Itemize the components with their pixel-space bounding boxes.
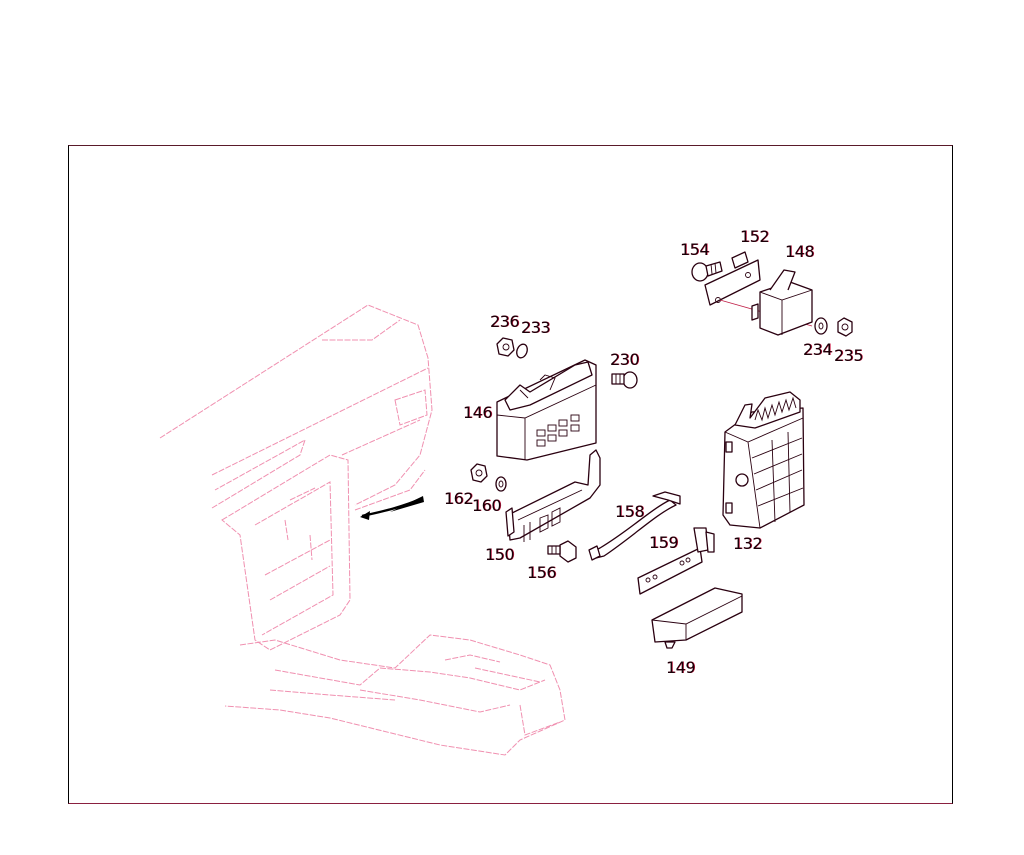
callout-233: 233 <box>521 318 551 337</box>
callout-162: 162 <box>444 489 474 508</box>
part-233-washer <box>516 343 528 359</box>
part-235-nut <box>837 317 853 337</box>
part-236-nut <box>496 337 515 357</box>
part-156-bolt <box>547 540 577 563</box>
part-234-washer <box>814 317 828 335</box>
dashboard-ghost-outline <box>159 304 566 756</box>
callout-154: 154 <box>680 240 710 259</box>
callout-146: 146 <box>463 403 493 422</box>
callout-160: 160 <box>472 496 502 515</box>
callout-158: 158 <box>615 502 645 521</box>
part-230-screw <box>611 371 638 389</box>
part-149-cover <box>651 587 743 649</box>
part-146-relay-box <box>496 359 597 461</box>
part-148-relay <box>751 269 813 336</box>
diagram-frame <box>68 145 953 804</box>
callout-156: 156 <box>527 563 557 582</box>
part-150-bracket <box>505 449 601 542</box>
callout-159: 159 <box>649 533 679 552</box>
part-162-nut <box>470 463 488 483</box>
part-160-washer <box>495 476 507 492</box>
part-159-plate <box>637 527 715 595</box>
part-154-bolt <box>691 261 723 282</box>
pointer-arrow <box>360 496 424 520</box>
part-158-strap <box>588 491 681 561</box>
callout-152: 152 <box>740 227 770 246</box>
callout-230: 230 <box>610 350 640 369</box>
callout-148: 148 <box>785 242 815 261</box>
part-132-control-unit <box>722 391 805 529</box>
callout-149: 149 <box>666 658 696 677</box>
callout-235: 235 <box>834 346 864 365</box>
callout-150: 150 <box>485 545 515 564</box>
part-152-bracket <box>704 251 813 327</box>
callout-234: 234 <box>803 340 833 359</box>
callout-236: 236 <box>490 312 520 331</box>
callout-132: 132 <box>733 534 763 553</box>
